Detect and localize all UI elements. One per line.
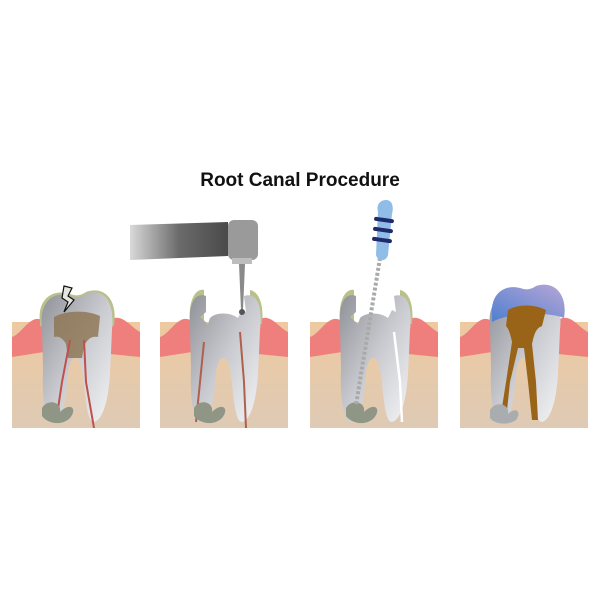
panel-infected-tooth: [12, 285, 140, 428]
panel-filled-and-crowned: [460, 284, 588, 428]
decay: [54, 311, 100, 358]
root-filling: [500, 305, 546, 420]
panel-drilling: [160, 289, 288, 428]
page-title: Root Canal Procedure: [200, 170, 400, 191]
crack: [61, 285, 75, 313]
panel-cleaning-with-file: [310, 289, 438, 428]
abscess: [42, 402, 74, 424]
